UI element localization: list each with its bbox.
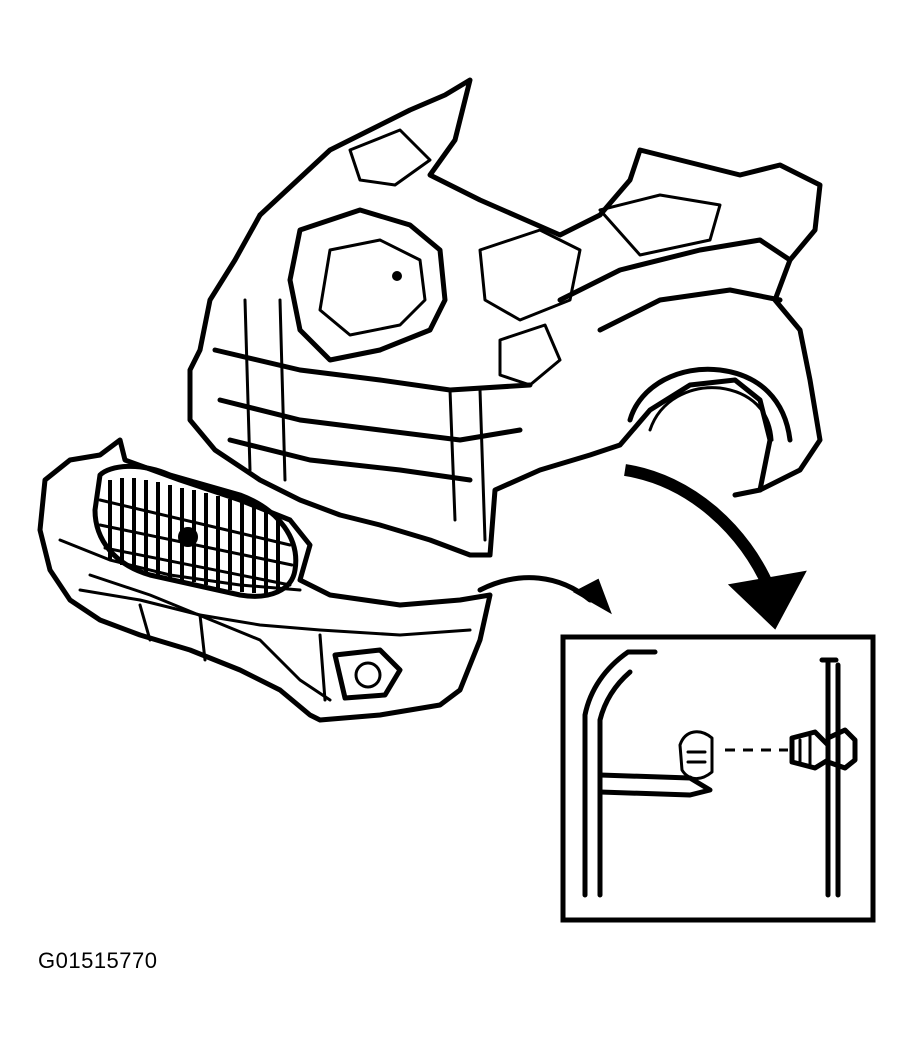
emblem-icon: [178, 527, 198, 547]
arrow-to-inset-right: [624, 464, 776, 593]
grille: [92, 463, 299, 599]
front-end-structure: [187, 77, 823, 558]
figure-id-label: G01515770: [38, 948, 158, 973]
fastener-tab-icon: [678, 730, 714, 780]
callout-arrows: [477, 464, 807, 630]
detail-inset: [560, 634, 876, 923]
inset-frame: [560, 634, 876, 923]
arrow-to-inset-left: [477, 575, 593, 603]
